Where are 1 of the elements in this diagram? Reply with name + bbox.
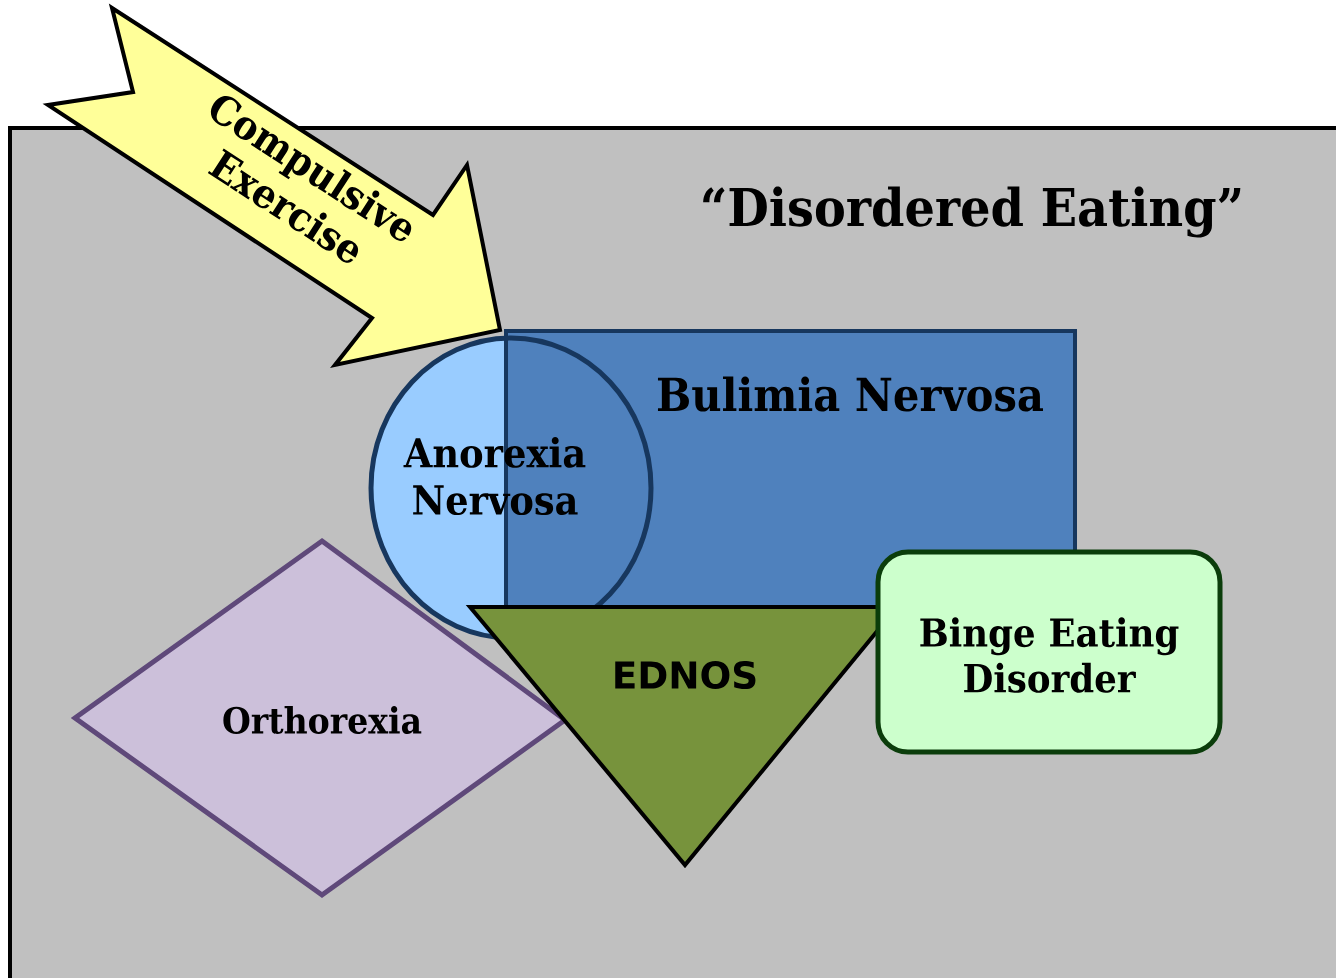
rounded-box: Binge Eating Disorder [875, 549, 1223, 755]
